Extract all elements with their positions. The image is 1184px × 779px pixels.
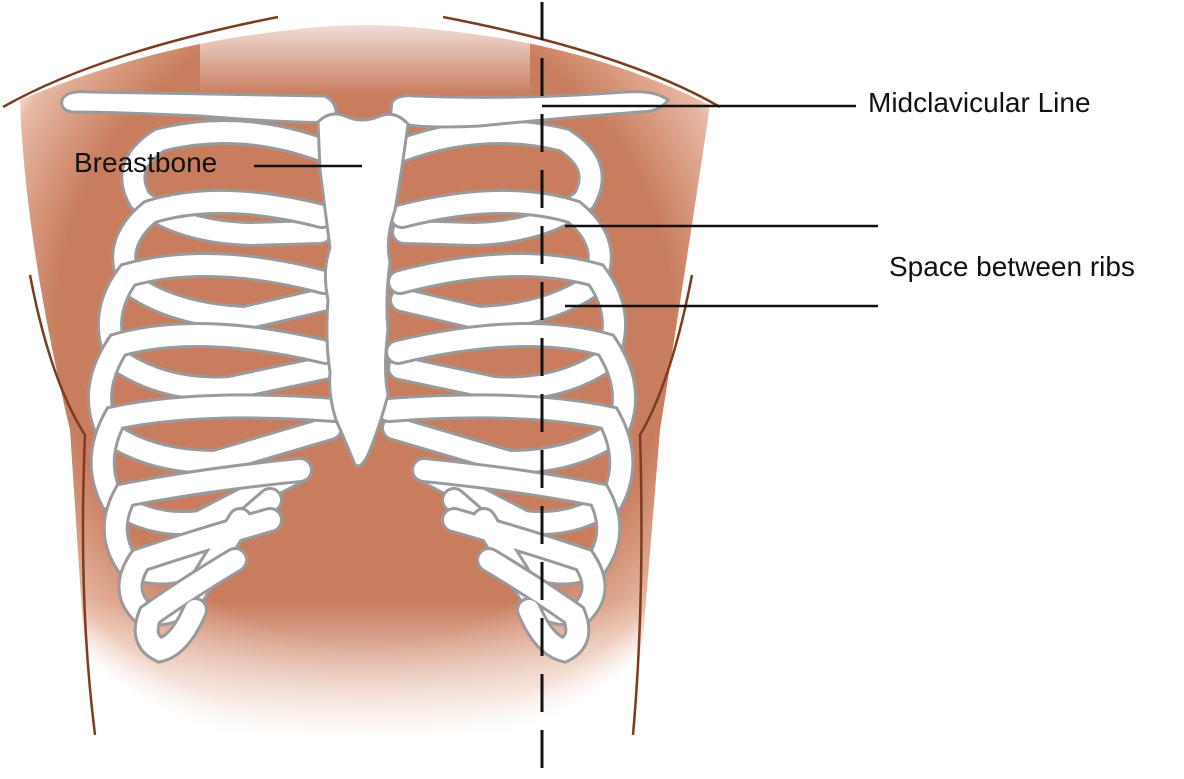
space-between-ribs-label: Space between ribs (889, 251, 1135, 282)
rib-bone (123, 122, 332, 245)
rib-bone (479, 550, 588, 661)
rib-left-5 (89, 393, 348, 537)
rib-bone (392, 122, 601, 245)
rib-right-6 (411, 457, 622, 586)
rib-left-6 (102, 457, 313, 586)
left-armpit-outline (28, 274, 97, 736)
rib-right-5 (376, 393, 635, 537)
rib-bone (379, 396, 632, 534)
left-shoulder-outline (2, 15, 279, 109)
rib-right-8 (476, 547, 591, 664)
breastbone-sternum (316, 112, 410, 468)
midclavicular-line-label: Midclavicular Line (868, 87, 1091, 118)
rib-bone (114, 191, 332, 329)
rib-bone (100, 255, 334, 399)
breastbone-label: Breastbone (74, 147, 218, 178)
rib-right-3 (387, 252, 627, 402)
rib-right-2 (389, 188, 613, 332)
rib-cage (87, 119, 637, 664)
right-clavicle (388, 90, 671, 129)
rib-right-4 (381, 322, 637, 476)
rib-bone (136, 550, 245, 661)
rib-bone (105, 460, 310, 583)
rib-left-3 (97, 252, 337, 402)
rib-bone (92, 396, 345, 534)
right-armpit-outline (631, 274, 694, 736)
rib-bone (392, 191, 610, 329)
rib-bone (414, 460, 619, 583)
rib-left-2 (111, 188, 335, 332)
rib-bone (390, 255, 624, 399)
rib-left-4 (87, 322, 343, 476)
rib-left-1 (120, 119, 335, 248)
right-shoulder-outline (442, 15, 721, 109)
rib-right-1 (389, 119, 604, 248)
rib-bone (384, 325, 634, 473)
neck-fade (200, 0, 530, 95)
rib-bone (90, 325, 340, 473)
rib-left-8 (133, 547, 248, 664)
clavicles (60, 90, 671, 129)
